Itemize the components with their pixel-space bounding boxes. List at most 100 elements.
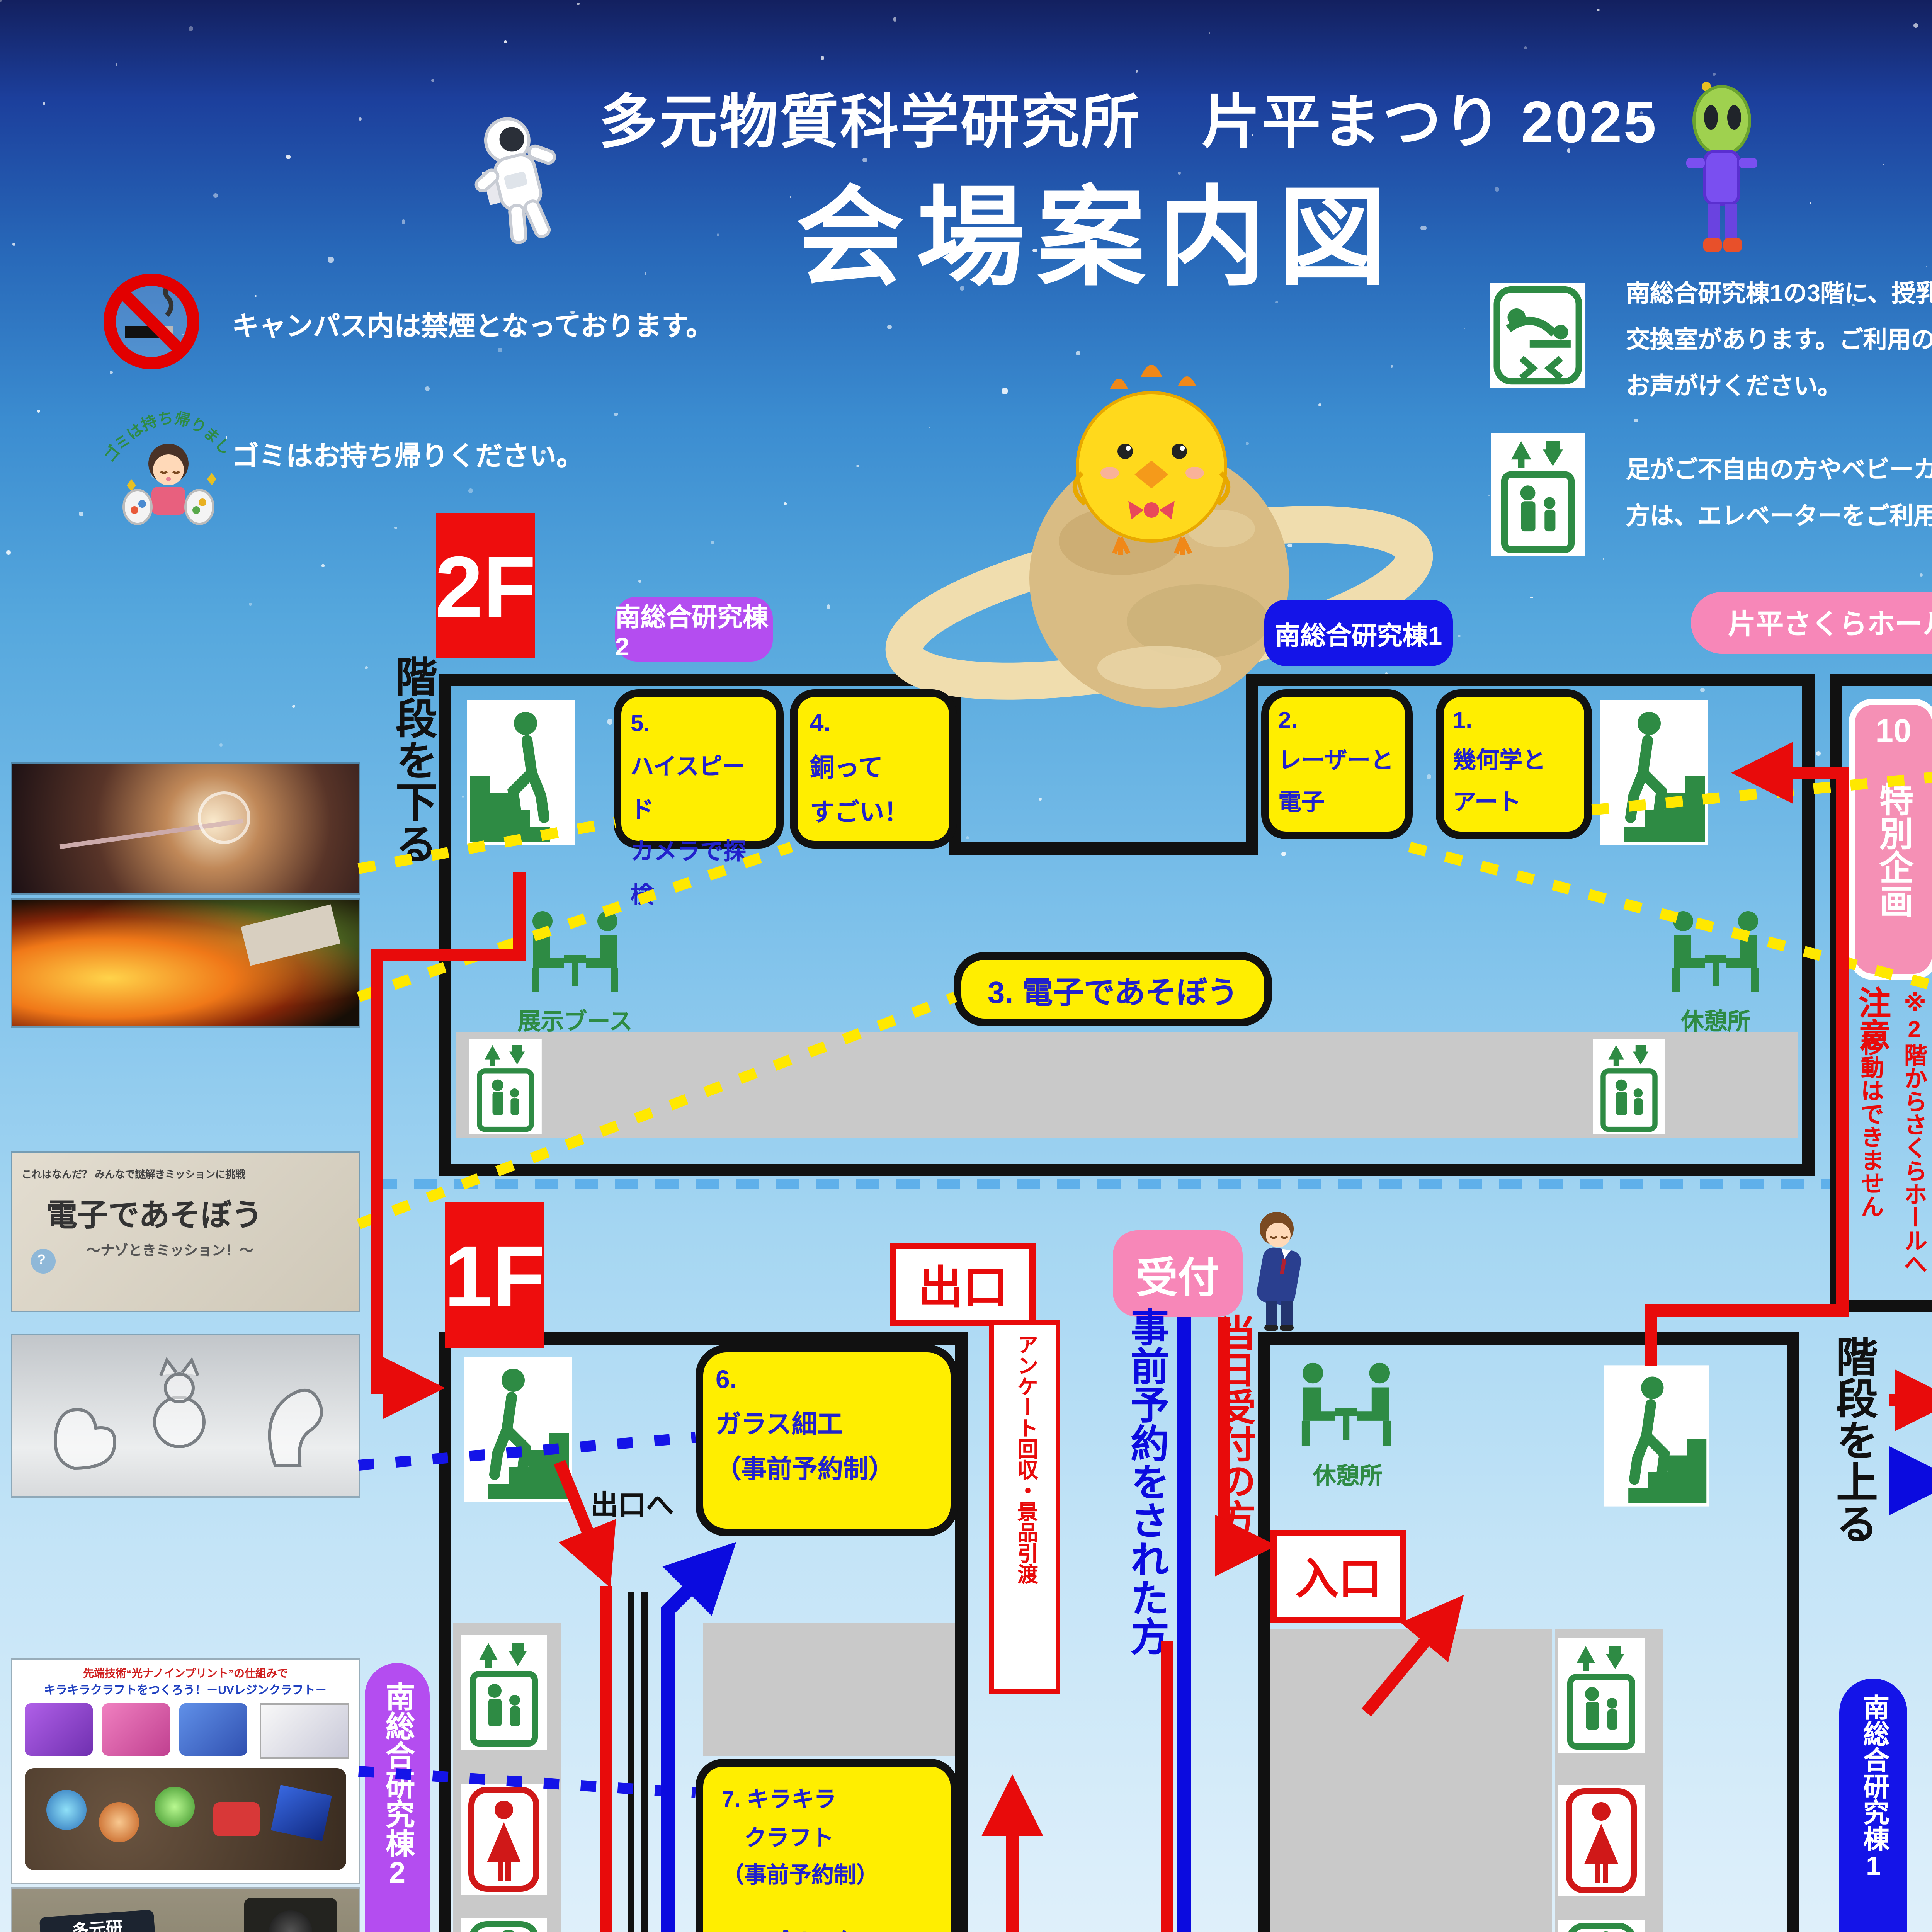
entrance-sign-text: 入口 (1295, 1555, 1382, 1603)
star (431, 79, 435, 82)
star (1391, 365, 1393, 368)
photo-denshi-poster: これはなんだ？ みんなで謎解きミッションに挑戦 電子であそぼう ～ナゾときミッシ… (12, 1153, 359, 1311)
star (79, 512, 83, 516)
star (43, 102, 45, 105)
photo-3d-nametags: 多元研 多元研 TAGEN (12, 1889, 359, 1932)
alien-icon (1666, 77, 1774, 260)
photo-kirakira-poster: 先端技術“光ナノインプリント”の仕組みで キラキラクラフトをつくろう！－UVレジ… (12, 1660, 359, 1883)
floor2-label: 2F (435, 513, 536, 658)
star (401, 219, 406, 224)
star (826, 605, 830, 609)
stairs-up-icon-1f-left (464, 1357, 572, 1502)
photo-bubble-experiment (12, 764, 359, 893)
star (1039, 798, 1042, 801)
exhibit-789-box: 7. キラキラ クラフト （事前予約制） 8. 3Dプリンターで ネームタグ （… (696, 1759, 958, 1932)
star (996, 696, 998, 698)
exhibit-6-box: 6. ガラス細工 （事前予約制） (696, 1345, 958, 1536)
star (395, 526, 397, 528)
star (1281, 851, 1287, 856)
star (504, 41, 507, 44)
star (966, 836, 969, 840)
elevator-icon-1f-left (461, 1635, 547, 1750)
restroom-female-icon-left (461, 1784, 547, 1895)
saturn-chick-illustration (866, 343, 1437, 730)
exhibit-2-box: 2. レーザーと 電子 (1261, 689, 1413, 839)
exit-to-label: 出口へ (590, 1490, 674, 1521)
building2-2f-label-text: 南総合研究棟2 (615, 604, 768, 661)
no-smoking-icon (102, 269, 201, 377)
star (1099, 517, 1104, 522)
page-title: 多元物質科学研究所 片平まつり 2025 (599, 91, 1658, 156)
special-program-number: 10 (1875, 714, 1912, 750)
star (1458, 634, 1461, 638)
floor1-label: 1F (444, 1202, 545, 1348)
star (607, 719, 613, 724)
floor2-label-text: 2F (435, 537, 536, 634)
wheelchair-icon-left (461, 1918, 547, 1932)
rest-area-label-1f: 休憩所 (1313, 1464, 1383, 1490)
star (1245, 441, 1248, 445)
star (638, 579, 642, 583)
star (1810, 202, 1812, 204)
star (886, 325, 892, 330)
star (498, 348, 502, 352)
restroom-female-icon-right (1558, 1785, 1645, 1896)
star (893, 17, 897, 22)
star (614, 412, 618, 416)
star (820, 55, 825, 60)
star (322, 564, 325, 567)
receptionist-icon (1236, 1206, 1323, 1332)
exit-sign: 出口 (890, 1243, 1036, 1326)
elevator-icon-2f-right (1592, 1039, 1666, 1134)
partition-line (628, 1592, 648, 1932)
star (328, 257, 333, 262)
star (1919, 573, 1923, 577)
star (1069, 658, 1071, 660)
star (189, 26, 194, 31)
denshi-poster-sub: ～ナゾときミッション！～ (87, 1243, 254, 1258)
star (1633, 418, 1638, 423)
star (1464, 327, 1466, 329)
rest-area-icon-1f (1289, 1357, 1403, 1459)
exit-sign-text: 出口 (918, 1264, 1008, 1314)
exhibit-booth-icon (519, 906, 631, 1005)
star (116, 64, 117, 66)
stairs-up-label: 階段を上る (1830, 1335, 1876, 1544)
building1-1f-label-text: 南総合研究棟1 (1859, 1694, 1888, 1881)
star (36, 409, 40, 413)
star (425, 386, 430, 391)
star (1287, 543, 1292, 548)
star (1075, 350, 1080, 355)
star (710, 541, 714, 544)
star (249, 602, 252, 605)
star (929, 427, 931, 429)
denshi-poster-title: 電子であそぼう (46, 1199, 263, 1233)
star (1816, 751, 1821, 757)
building2-2f-label: 南総合研究棟2 (615, 597, 773, 662)
star (856, 464, 859, 467)
star (291, 704, 295, 708)
stairs-up-icon-1f-right (1604, 1363, 1709, 1509)
star (1002, 388, 1007, 394)
exhibit-3-text: 3. 電子であそぼう (987, 976, 1238, 1010)
nametag-1-text: 多元研 (71, 1919, 124, 1932)
elevator-icon-2f-left (468, 1039, 543, 1134)
wheelchair-icon-right (1558, 1920, 1645, 1932)
caution-line2: 移動はできません (1858, 1032, 1884, 1218)
exhibit-4-box: 4. 銅って すごい！ (790, 689, 957, 849)
building1-2f-label-text: 南総合研究棟1 (1275, 622, 1442, 650)
star (255, 295, 257, 297)
questionnaire-box: アンケート回収・景品引渡 (989, 1320, 1060, 1694)
star (1427, 774, 1431, 779)
star (680, 681, 685, 686)
star (468, 488, 473, 493)
building1-1f-label: 南総合研究棟1 (1839, 1679, 1907, 1932)
star (1524, 46, 1528, 50)
star (1925, 265, 1928, 268)
star (1384, 672, 1388, 676)
star (1530, 596, 1533, 599)
no-smoking-text: キャンパス内は禁煙となっております。 (232, 311, 713, 342)
elevator-info-text: 足がご不自由の方やベビーカーでお越しの 方は、エレベーターをご利用ください。 (1626, 457, 1932, 531)
exhibit-5-box: 5. ハイスピード カメラで探検 (614, 689, 784, 909)
